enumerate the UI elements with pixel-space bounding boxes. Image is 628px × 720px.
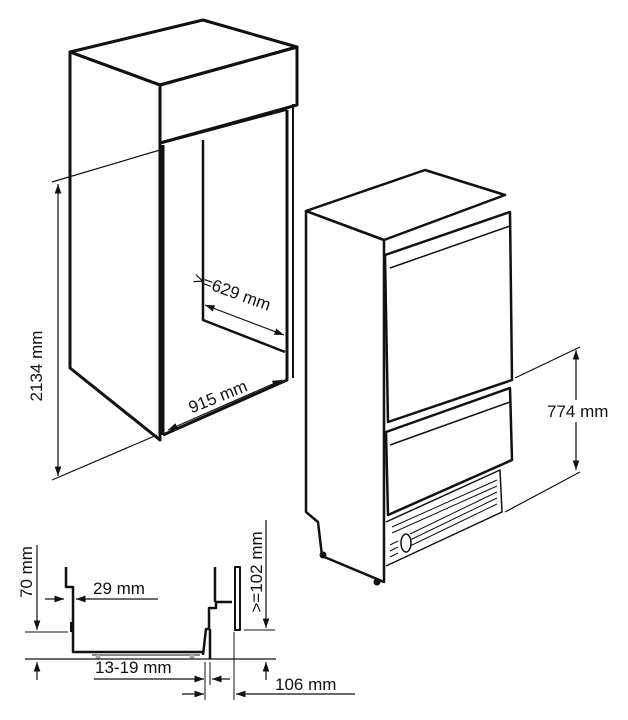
appliance-side: [304, 209, 386, 584]
plinth-detail-dimensions: 70 mm 29 mm 13-19 mm >=102 mm 106 mm: [17, 520, 355, 698]
foot-right: [373, 578, 381, 586]
recess-label: 29 mm: [93, 579, 145, 598]
clearance-label: 106 mm: [275, 675, 336, 694]
lower-section-dimension: 774 mm: [504, 346, 611, 513]
niche-top-face: [68, 18, 299, 87]
plinth-height-label: 70 mm: [17, 546, 36, 598]
niche-cabinet: [68, 18, 299, 442]
appliance-top: [304, 168, 507, 242]
niche-top-box-front: [158, 45, 299, 145]
foot-left: [319, 551, 327, 559]
upper-door: [383, 210, 514, 424]
ventilation-grille: [385, 469, 503, 567]
niche-width-dimension: 915 mm: [167, 377, 283, 431]
plinth-detail: [25, 566, 276, 700]
lower-section-label: 774 mm: [547, 402, 608, 421]
refrigerator-appliance: [304, 168, 514, 586]
gap-label: 13-19 mm: [95, 658, 172, 677]
control-dial: [400, 533, 412, 553]
lower-drawer: [384, 386, 514, 517]
side-height-label: >=102 mm: [247, 531, 266, 612]
niche-height-dimension: 2134 mm: [27, 149, 161, 481]
niche-left-panel: [68, 50, 162, 442]
niche-depth-dimension: >=629 mm: [190, 269, 285, 336]
niche-height-label: 2134 mm: [27, 331, 46, 402]
